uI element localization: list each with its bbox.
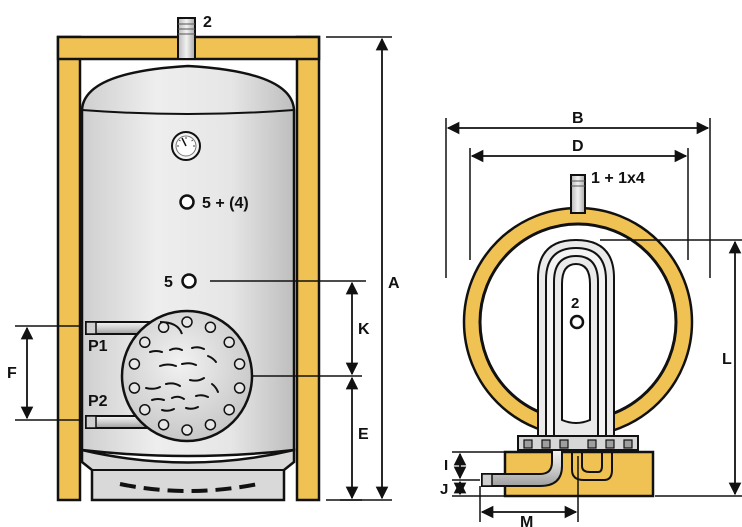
insulation-right-post bbox=[295, 35, 321, 502]
top-outlet-pipe bbox=[177, 17, 196, 60]
flange-bolt bbox=[139, 336, 151, 349]
dim-j-label: J bbox=[440, 481, 448, 498]
flange-bolt bbox=[181, 316, 193, 328]
flange-bolt bbox=[233, 382, 246, 394]
port-5-label: 5 bbox=[164, 274, 173, 291]
dim-b-label: B bbox=[572, 110, 584, 127]
insulation-left-post bbox=[56, 35, 82, 502]
front-view: 2 5 + (4) 5 bbox=[7, 14, 400, 502]
dim-i-label: I bbox=[444, 457, 448, 474]
dim-l-label: L bbox=[722, 351, 732, 368]
coil-outlet-label: P2 bbox=[88, 393, 108, 410]
flange-bolt bbox=[157, 321, 170, 334]
flange-bolt bbox=[204, 321, 217, 334]
flange-bolt bbox=[181, 424, 193, 436]
side-port-label: 2 bbox=[571, 295, 579, 312]
flange-bolt bbox=[128, 382, 141, 394]
top-outlet-label: 2 bbox=[203, 14, 212, 31]
flange-bolt bbox=[233, 358, 246, 370]
side-coil-pipes bbox=[481, 449, 563, 487]
dim-k-label: K bbox=[358, 321, 370, 338]
sensor-port-label: 5 + (4) bbox=[202, 195, 249, 212]
top-ports-label: 1 + 1x4 bbox=[591, 170, 645, 187]
heating-flange bbox=[120, 309, 254, 443]
dim-d-label: D bbox=[572, 138, 584, 155]
coil-inlet-label: P1 bbox=[88, 338, 108, 355]
heating-coil bbox=[537, 238, 615, 440]
dim-m-label: M bbox=[520, 514, 533, 527]
thermometer-icon bbox=[171, 131, 201, 161]
side-flange-plate bbox=[517, 435, 639, 451]
side-port-icon bbox=[569, 314, 585, 330]
flange-bolt bbox=[157, 418, 170, 431]
flange-bolt bbox=[128, 358, 141, 370]
flange-bolt bbox=[223, 403, 235, 416]
top-ports-pipe bbox=[570, 174, 586, 214]
dim-e-label: E bbox=[358, 426, 369, 443]
flange-bolt bbox=[139, 403, 151, 416]
sensor-port-icon bbox=[179, 194, 195, 210]
dim-a-label: A bbox=[388, 275, 400, 292]
dim-f-label: F bbox=[7, 365, 17, 382]
flange-bolt bbox=[204, 418, 217, 431]
port-5-icon bbox=[181, 273, 197, 289]
flange-bolt bbox=[223, 336, 235, 349]
side-view: B D 1 + 1x4 2 bbox=[440, 110, 742, 527]
tank-bottom-dish bbox=[80, 448, 296, 502]
